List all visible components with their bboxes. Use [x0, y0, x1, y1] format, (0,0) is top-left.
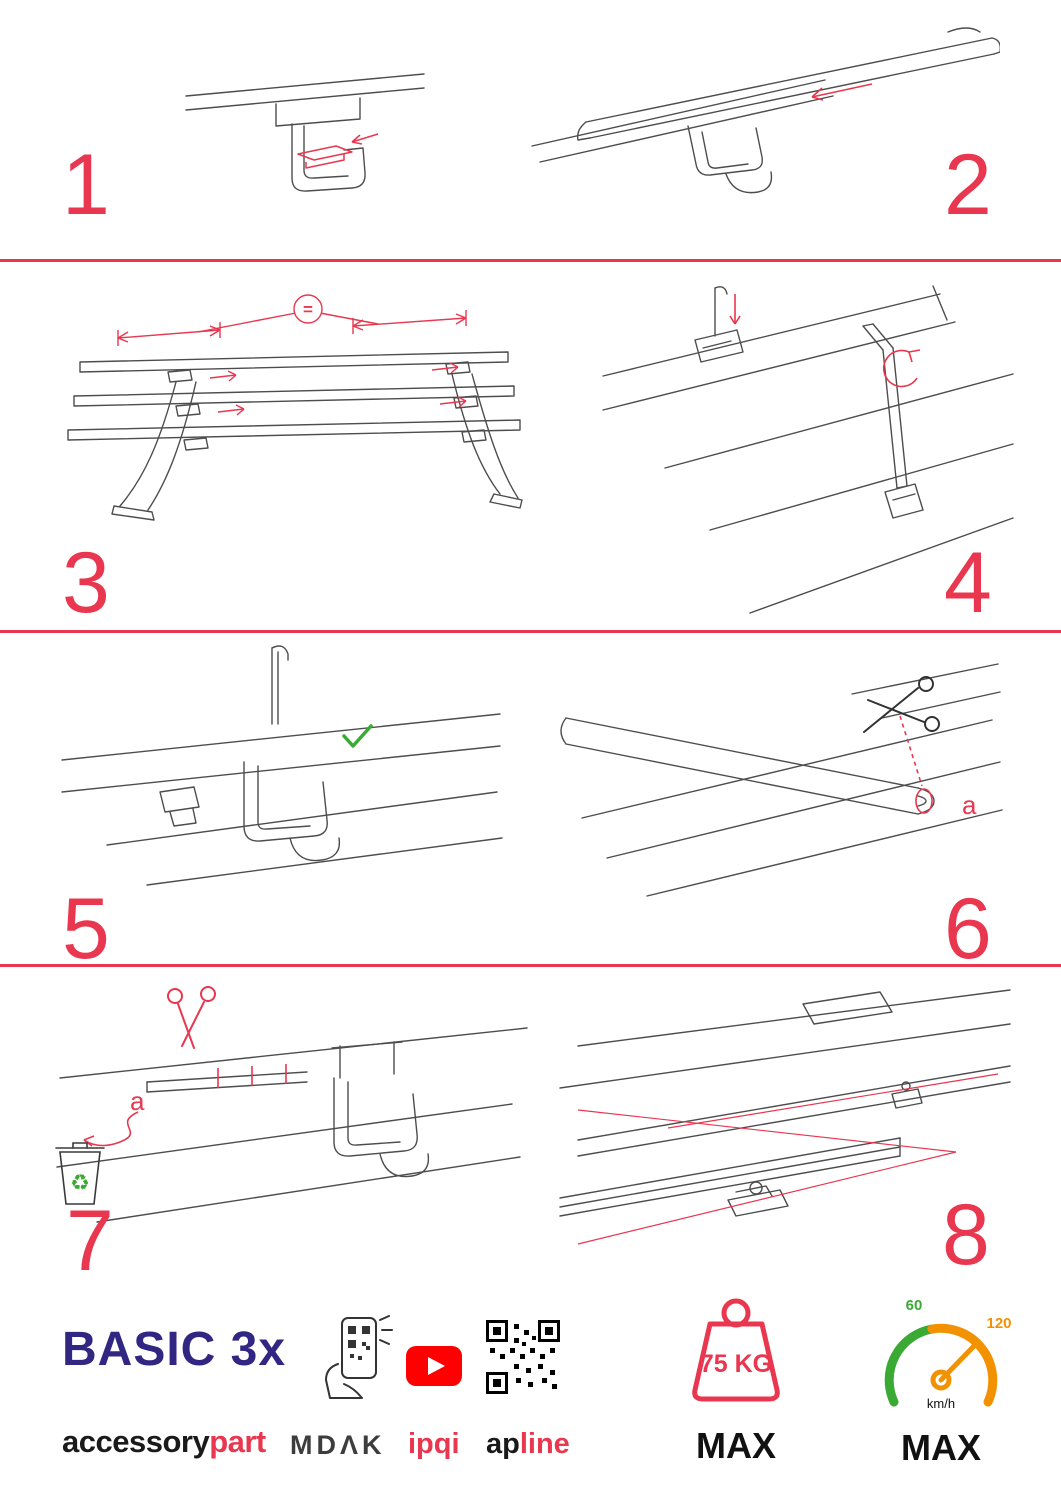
speed-unit-label: km/h	[927, 1396, 955, 1411]
max-speed-label: MAX	[901, 1427, 981, 1468]
cut-marks-and-discard-arrow	[83, 1064, 287, 1147]
cut-label-a: a	[130, 1086, 145, 1116]
max-load-badge: 75 KG MAX	[666, 1296, 806, 1467]
trash-can-icon	[55, 1142, 105, 1205]
check-icon	[342, 724, 373, 748]
step-7-illustration: a ♻	[55, 986, 528, 1223]
step-2-illustration	[531, 27, 1000, 194]
insert-and-tighten-arrows	[729, 294, 921, 388]
apline-logo: apline	[486, 1428, 570, 1461]
cut-point-highlight	[899, 715, 933, 814]
step-6-illustration: a	[560, 663, 1003, 897]
section-divider-1	[0, 259, 1061, 262]
cut-label-a: a	[962, 790, 977, 820]
speed-low-label: 60	[906, 1297, 923, 1314]
max-speed-badge: 60 120 km/h MAX	[866, 1292, 1016, 1469]
step-7-number: 7	[66, 1193, 114, 1289]
product-name: BASIC 3x	[62, 1323, 287, 1376]
max-load-value: 75 KG	[700, 1350, 772, 1378]
apline-logo-black: ap	[486, 1428, 520, 1460]
step-1-illustration	[185, 73, 425, 192]
scissors-icon	[167, 986, 216, 1049]
equal-spacing-label: =	[303, 300, 313, 319]
youtube-play-icon	[428, 1357, 445, 1375]
brand-logo-red: part	[209, 1424, 266, 1459]
section-divider-3	[0, 964, 1061, 967]
step-1-number: 1	[62, 137, 110, 233]
step-5-number: 5	[62, 881, 110, 977]
apline-logo-red: line	[519, 1428, 570, 1460]
recycle-icon: ♻	[70, 1170, 90, 1195]
slide-arrow	[811, 83, 873, 101]
speedometer-icon: 60 120 km/h	[884, 1297, 1012, 1411]
ipqi-logo: ipqi	[408, 1428, 460, 1460]
section-divider-2	[0, 630, 1061, 633]
youtube-icon	[406, 1346, 462, 1386]
step-8-number: 8	[942, 1187, 990, 1283]
alignment-guides	[577, 1073, 999, 1245]
phone-scan-icon	[325, 1315, 393, 1399]
step-3-number: 3	[62, 535, 110, 631]
mdak-logo: MDΛK	[290, 1430, 386, 1460]
step-4-number: 4	[944, 535, 992, 631]
brand-logo: accessorypart	[62, 1424, 266, 1460]
brand-logo-black: accessory	[62, 1424, 210, 1459]
qr-code-icon	[486, 1320, 560, 1394]
step-4-illustration	[602, 285, 1014, 614]
step-8-illustration	[559, 989, 1011, 1245]
max-load-label: MAX	[696, 1425, 776, 1466]
step-5-illustration	[61, 645, 503, 886]
weight-icon: 75 KG	[692, 1298, 780, 1402]
step-6-number: 6	[944, 881, 992, 977]
scissors-icon	[863, 676, 940, 733]
pad-insert-highlight	[297, 133, 379, 169]
speed-high-label: 120	[986, 1315, 1011, 1332]
step-2-number: 2	[944, 137, 992, 233]
step-3-illustration: =	[67, 294, 523, 521]
equal-spacing-dimensions	[117, 294, 467, 416]
